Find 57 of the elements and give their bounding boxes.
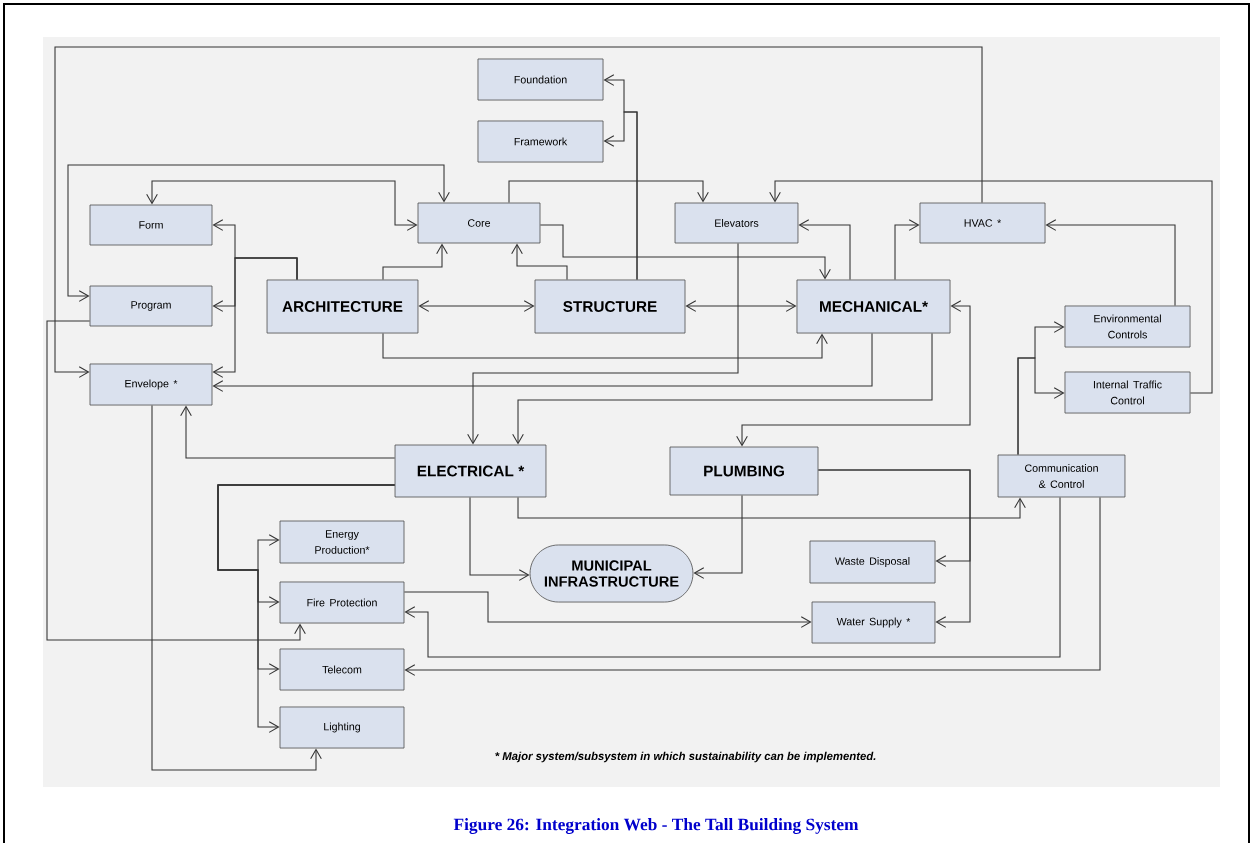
subsystem-box: Environmental Controls xyxy=(1064,305,1191,348)
connector-arrow xyxy=(1017,357,1065,456)
connector-arrow xyxy=(511,243,568,281)
subsystem-box: Program xyxy=(89,285,213,327)
subsystem-box: Framework xyxy=(477,120,604,163)
connector-arrow xyxy=(512,332,933,445)
system-box: PLUMBING xyxy=(669,446,819,496)
connector-arrow xyxy=(469,496,530,581)
connector-arrow xyxy=(212,257,298,378)
subsystem-box: Telecom xyxy=(279,648,405,691)
terminal-box: MUNICIPAL INFRASTRUCTURE xyxy=(529,544,694,603)
connector-arrow xyxy=(508,180,709,204)
connector-arrow xyxy=(539,224,831,280)
connector-arrow xyxy=(517,496,1026,519)
connector-arrow xyxy=(151,404,322,771)
connector-arrow xyxy=(217,484,396,733)
connector-arrow xyxy=(212,332,873,392)
footnote: * Major system/subsystem in which sustainability can be implemented. xyxy=(495,751,876,763)
connector-arrow xyxy=(46,320,306,641)
caption: Figure 26: Integration Web - The Tall Building System xyxy=(453,818,859,834)
connector-arrow xyxy=(403,591,812,628)
subsystem-box: Envelope * xyxy=(89,363,213,406)
connector-arrow xyxy=(798,219,851,281)
system-box: MECHANICAL* xyxy=(796,279,951,334)
subsystem-box: Internal Traffic Control xyxy=(1064,371,1191,414)
subsystem-box: Water Supply * xyxy=(811,601,936,644)
subsystem-box: Form xyxy=(89,204,213,246)
system-box: ELECTRICAL * xyxy=(394,444,547,498)
connector-arrow xyxy=(817,469,971,628)
system-box: ARCHITECTURE xyxy=(266,279,419,334)
subsystem-box: Elevators xyxy=(674,202,799,244)
connector-arrow xyxy=(467,242,739,445)
connector-arrow xyxy=(382,243,448,281)
connector-arrow xyxy=(418,300,535,312)
subsystem-box: Communication & Control xyxy=(997,454,1126,498)
connector-arrow xyxy=(180,405,396,459)
subsystem-box: Core xyxy=(417,202,541,244)
connector-arrow xyxy=(404,496,1101,676)
connector-arrow xyxy=(685,300,797,312)
subsystem-box: HVAC * xyxy=(919,202,1046,244)
connector-arrow xyxy=(146,180,418,231)
subsystem-box: Fire Protection xyxy=(279,581,405,624)
connector-arrow xyxy=(1045,219,1176,307)
connector-arrow xyxy=(404,496,1061,658)
connector-arrow xyxy=(54,46,983,378)
system-box: STRUCTURE xyxy=(534,279,686,334)
subsystem-box: Waste Disposal xyxy=(809,540,936,584)
connector-arrow xyxy=(736,300,971,447)
subsystem-box: Energy Production* xyxy=(279,520,405,564)
subsystem-box: Foundation xyxy=(477,58,604,101)
connector-arrow xyxy=(603,111,638,281)
subsystem-box: Lighting xyxy=(279,706,405,749)
connector-arrow xyxy=(894,219,920,281)
connector-arrow xyxy=(382,332,828,359)
connector-arrow xyxy=(693,494,743,579)
connector-arrow xyxy=(769,180,1213,394)
connector-arrow xyxy=(67,164,450,302)
